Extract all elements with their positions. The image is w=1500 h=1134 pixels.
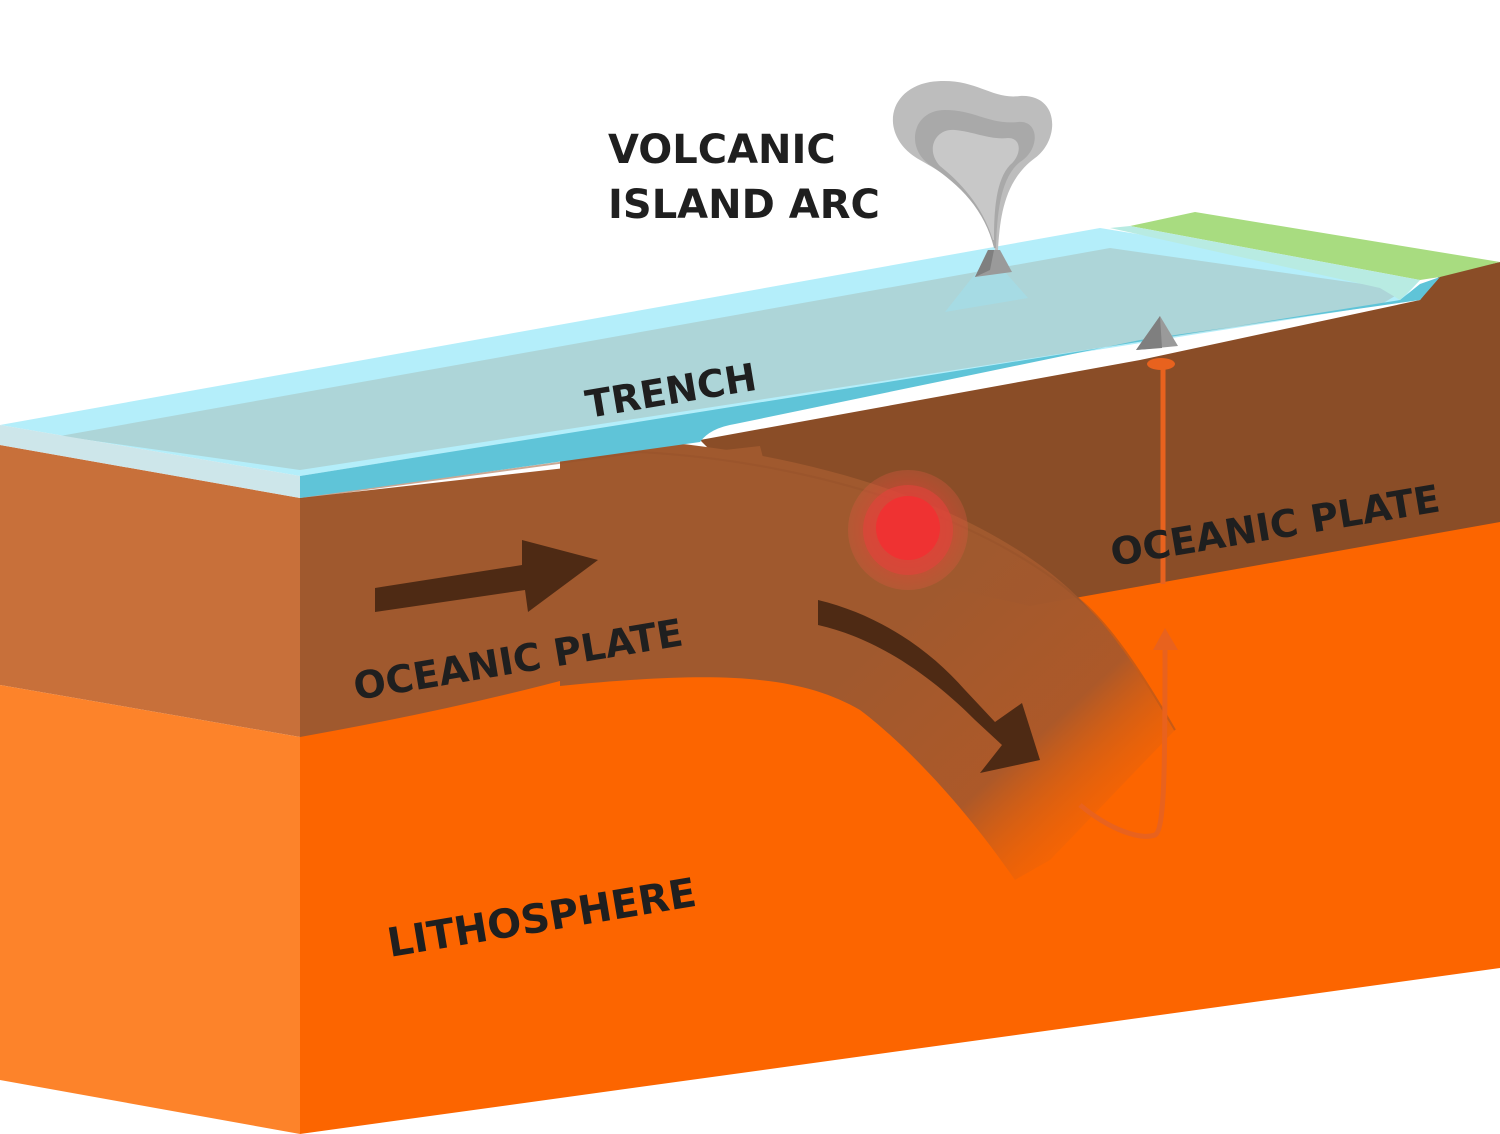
- slab-upper-edge: [299, 450, 1176, 731]
- arrow-right-icon: [375, 540, 598, 612]
- ocean-inner: [60, 248, 1405, 470]
- ocean-front-face: [300, 277, 1440, 498]
- magma-path-arrow-icon: [1078, 358, 1178, 839]
- land-strip: [1130, 212, 1500, 280]
- arrow-curved-down-icon: [818, 600, 1040, 773]
- subducting-slab: [560, 440, 1175, 880]
- ocean-left-face: [0, 425, 300, 498]
- label-volcanic-line2: ISLAND ARC: [608, 182, 880, 228]
- ash-cloud-icon: [892, 81, 1053, 251]
- plate-side-face: [0, 445, 300, 737]
- earthquake-focus-icon: [848, 470, 968, 590]
- small-volcano-icon: [1136, 316, 1178, 350]
- label-volcanic-line1: VOLCANIC: [608, 127, 836, 173]
- land-shelf: [1110, 226, 1420, 300]
- mantle-side-face: [0, 685, 300, 1134]
- volcano-icon: [945, 250, 1028, 312]
